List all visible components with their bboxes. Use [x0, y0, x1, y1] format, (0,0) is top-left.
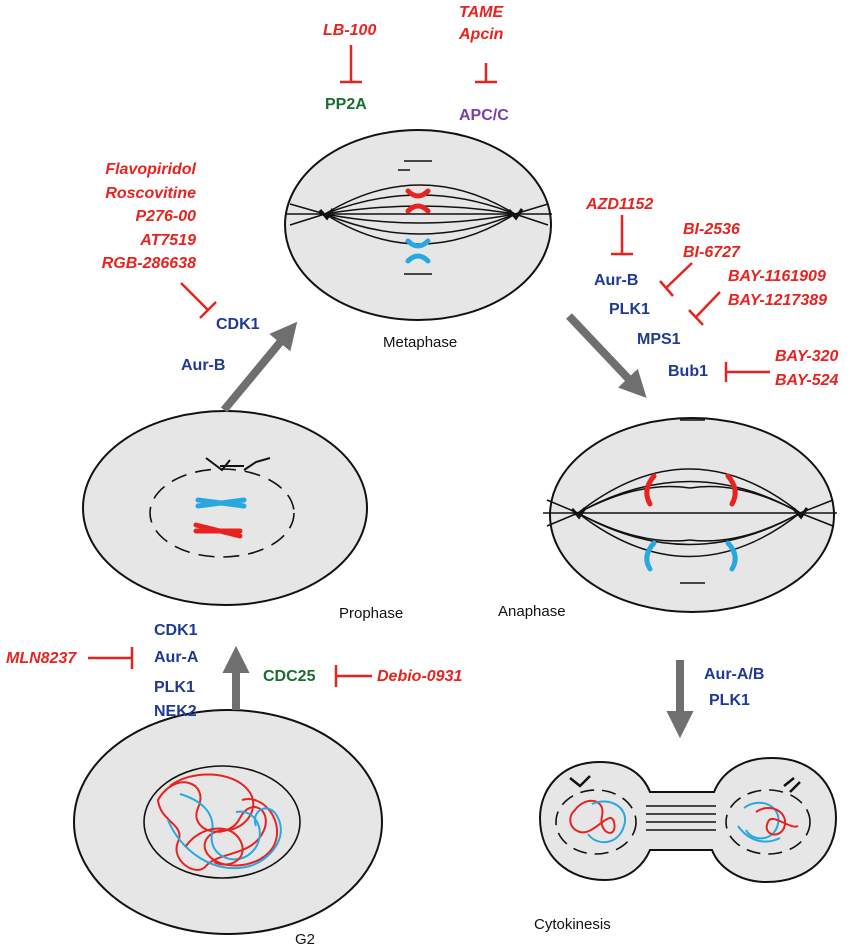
drug-debio-0931: Debio-0931: [377, 668, 463, 685]
drug-rgb-286638: RGB-286638: [101, 255, 196, 272]
anaphase-chromosomes: [644, 473, 738, 572]
target-plk1-right: PLK1: [609, 301, 650, 318]
target-apcc: APC/C: [459, 107, 509, 124]
target-cdk1-lower: CDK1: [154, 622, 198, 639]
target-mps1: MPS1: [637, 331, 681, 348]
metaphase-blue-chromosome: [405, 238, 431, 264]
inhibition-symbols: [88, 45, 770, 687]
g2-chromatin: [156, 773, 282, 871]
drug-at7519: AT7519: [140, 232, 196, 249]
target-plk1-cytokinesis: PLK1: [709, 692, 750, 709]
target-plk1-lower: PLK1: [154, 679, 195, 696]
stage-label-g2: G2: [295, 931, 316, 948]
target-nek2: NEK2: [154, 703, 197, 720]
drug-roscovitine: Roscovitine: [105, 185, 196, 202]
target-aurb-left: Aur-B: [181, 357, 226, 374]
target-cdk1-upper: CDK1: [216, 316, 260, 333]
stage-label-anaphase: Anaphase: [498, 603, 566, 620]
target-aurb-right: Aur-B: [594, 272, 639, 289]
stage-label-metaphase: Metaphase: [383, 334, 458, 351]
target-cdc25: CDC25: [263, 668, 316, 685]
prophase-blue-chromosome: [195, 497, 247, 509]
metaphase-red-chromosome: [405, 188, 431, 214]
target-aura: Aur-A: [154, 649, 199, 666]
prophase-cell: [82, 410, 368, 606]
drug-bay-1217389: BAY-1217389: [728, 292, 828, 309]
metaphase-to-anaphase-arrow: [566, 313, 647, 398]
drug-bi-2536: BI-2536: [683, 221, 740, 238]
drug-tame: TAME: [459, 4, 504, 21]
metaphase-cell: [284, 129, 552, 321]
cytokinesis-cell: [538, 756, 838, 884]
stage-label-prophase: Prophase: [339, 605, 404, 622]
drug-bi-6727: BI-6727: [683, 244, 740, 261]
drug-bay-1161909: BAY-1161909: [728, 268, 826, 285]
drug-flavopiridol: Flavopiridol: [105, 161, 196, 178]
cytokinesis-chromatin: [569, 800, 799, 844]
drug-p276-00: P276-00: [135, 208, 197, 225]
drug-apcin: Apcin: [459, 26, 504, 43]
drug-lb100: LB-100: [323, 22, 377, 39]
drug-azd1152: AZD1152: [586, 196, 654, 213]
transition-arrows: [220, 313, 694, 739]
g2-cell: [73, 709, 383, 935]
drug-bay-320: BAY-320: [775, 348, 839, 365]
target-aur-a-b: Aur-A/B: [704, 666, 765, 683]
prophase-to-metaphase-arrow: [220, 321, 298, 413]
target-bub1: Bub1: [668, 363, 708, 380]
anaphase-cell: [543, 417, 837, 613]
prophase-red-chromosome: [193, 522, 243, 539]
drug-bay-524: BAY-524: [775, 372, 839, 389]
drug-mln8237: MLN8237: [6, 650, 77, 667]
target-pp2a: PP2A: [325, 96, 367, 113]
stage-label-cytokinesis: Cytokinesis: [534, 916, 611, 933]
